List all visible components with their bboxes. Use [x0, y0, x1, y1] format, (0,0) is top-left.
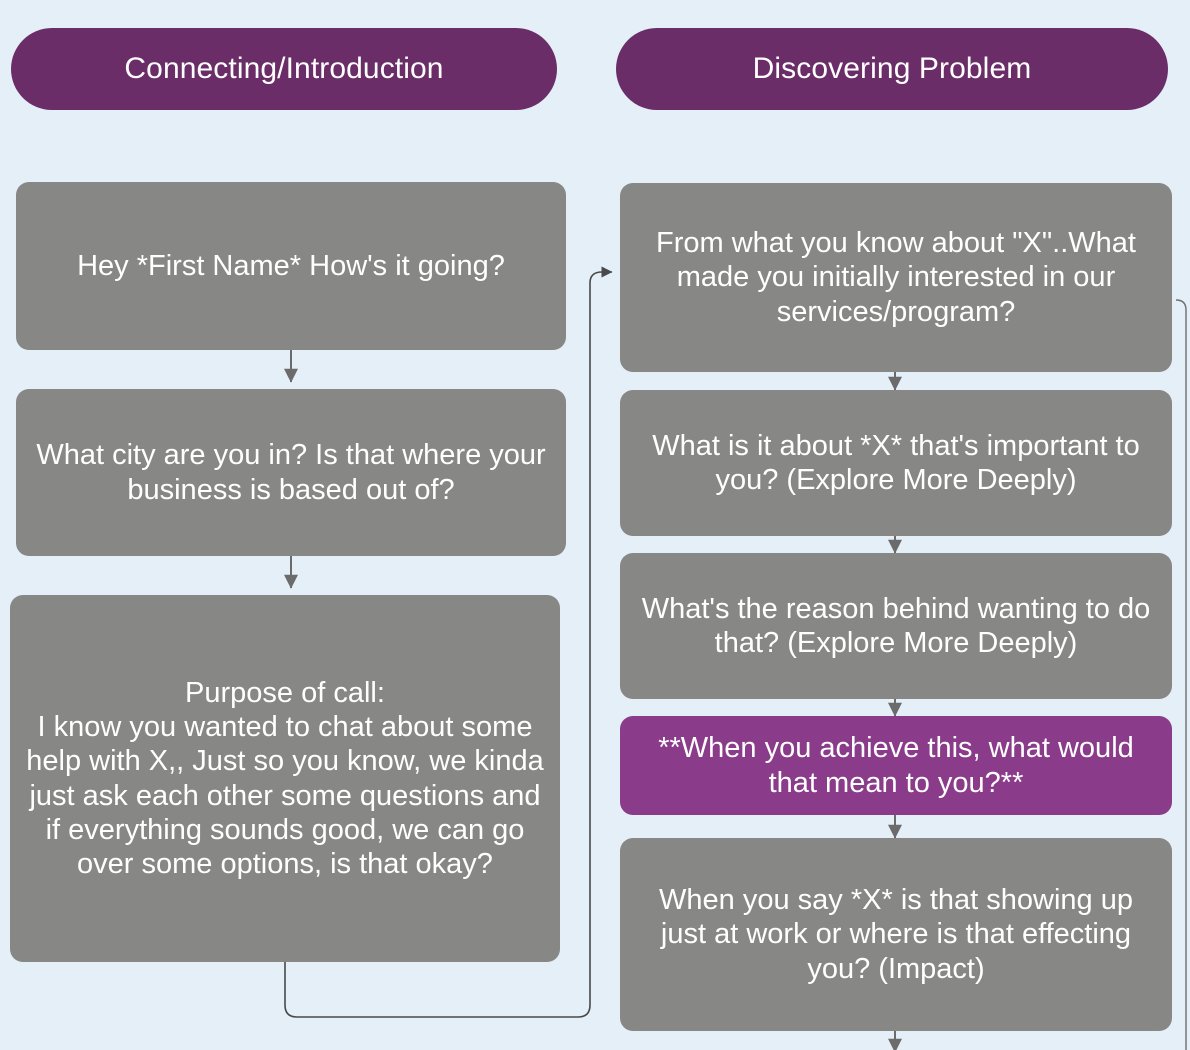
node-reason-behind[interactable]: What's the reason behind wanting to do t… — [620, 553, 1172, 699]
node-text: From what you know about "X"..What made … — [656, 227, 1136, 328]
node-text: What city are you in? Is that where your… — [36, 439, 546, 506]
node-text: When you say *X* is that showing up just… — [659, 884, 1133, 985]
edge-right-margin-connector — [1175, 299, 1187, 1050]
column-header-connecting-introduction[interactable]: Connecting/Introduction — [11, 28, 557, 110]
node-impact-question[interactable]: When you say *X* is that showing up just… — [620, 838, 1172, 1031]
node-initial-interest[interactable]: From what you know about "X"..What made … — [620, 183, 1172, 372]
node-text: Purpose of call: I know you wanted to ch… — [26, 676, 544, 880]
node-text: What is it about *X* that's important to… — [652, 429, 1140, 496]
node-achieve-meaning[interactable]: **When you achieve this, what would that… — [620, 716, 1172, 815]
node-greeting[interactable]: Hey *First Name* How's it going? — [16, 182, 566, 350]
node-city-question[interactable]: What city are you in? Is that where your… — [16, 389, 566, 556]
node-why-important[interactable]: What is it about *X* that's important to… — [620, 390, 1172, 536]
node-text: What's the reason behind wanting to do t… — [641, 592, 1151, 659]
column-header-discovering-problem[interactable]: Discovering Problem — [616, 28, 1168, 110]
node-text: **When you achieve this, what would that… — [658, 732, 1134, 799]
node-purpose-of-call[interactable]: Purpose of call: I know you wanted to ch… — [10, 595, 560, 962]
column-header-label: Discovering Problem — [752, 52, 1032, 86]
column-header-label: Connecting/Introduction — [124, 52, 444, 86]
node-text: Hey *First Name* How's it going? — [77, 249, 505, 282]
